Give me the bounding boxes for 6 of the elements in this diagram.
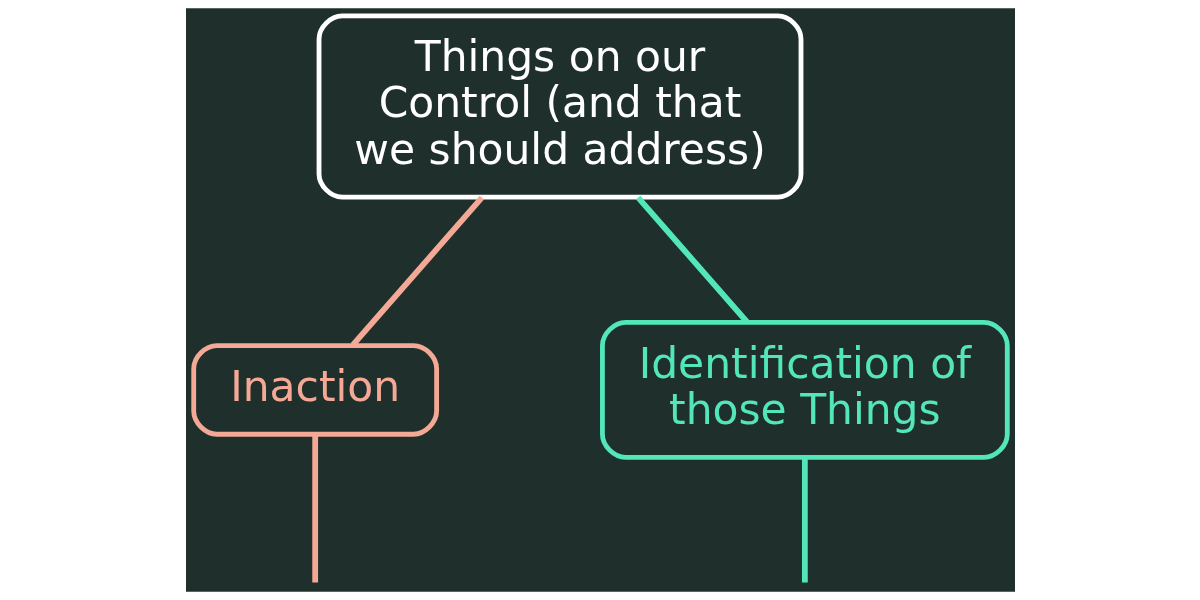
connector [801,457,808,583]
connector [311,435,318,583]
node-box: Things on our Control (and that we should address) [316,13,803,200]
node-box: Inaction [190,343,439,437]
node-box: Identification of those Things [599,320,1010,460]
connector [350,195,484,347]
